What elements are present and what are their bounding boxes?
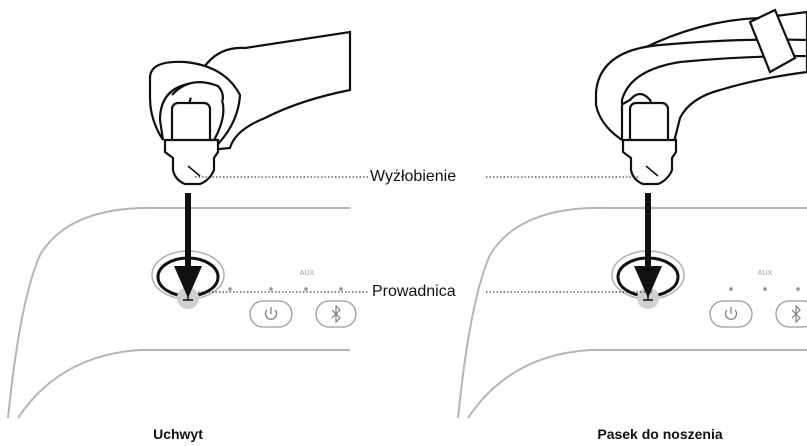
- speaker-body-right: [458, 208, 807, 418]
- handle-illustration: [150, 32, 350, 184]
- callout-guide: Prowadnica: [370, 283, 458, 301]
- aux-label-right: AUX: [758, 270, 773, 277]
- callout-leaders: [195, 177, 652, 292]
- bluetooth-icon: [332, 306, 340, 322]
- caption-handle: Uchwyt: [118, 426, 238, 442]
- strap-illustration: [596, 10, 807, 184]
- bluetooth-icon: [792, 306, 800, 322]
- caption-carry-strap: Pasek do noszenia: [560, 426, 760, 442]
- right-panel: AUX: [458, 10, 807, 418]
- callout-groove: Wyżłobienie: [368, 168, 458, 186]
- left-panel: AUX: [8, 32, 356, 418]
- aux-label-left: AUX: [300, 270, 315, 277]
- power-icon: [266, 307, 277, 319]
- control-panel-right: [710, 288, 807, 327]
- speaker-body-left: [8, 208, 350, 418]
- power-icon: [726, 307, 737, 319]
